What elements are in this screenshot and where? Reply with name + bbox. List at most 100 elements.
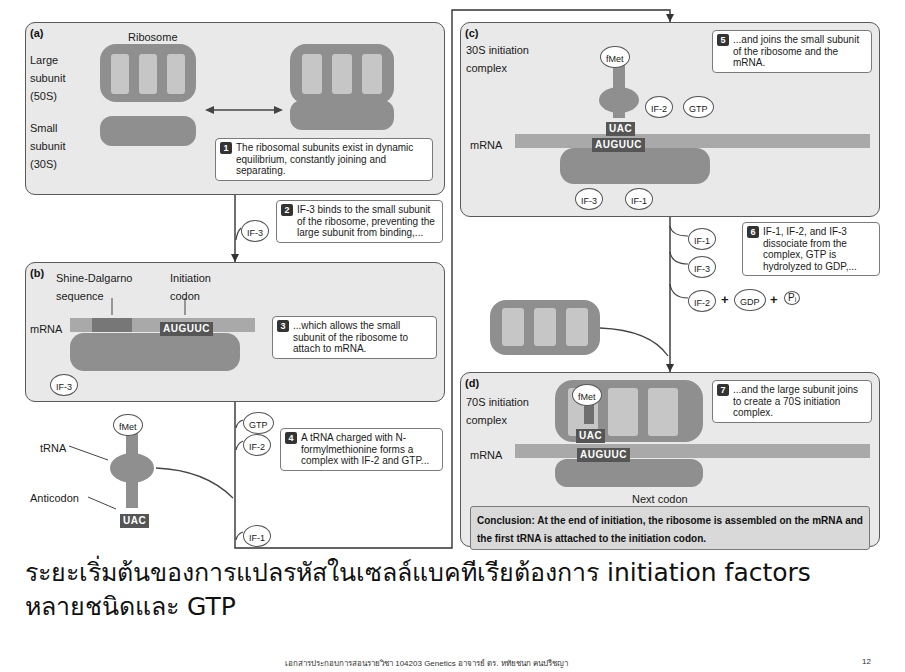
part-label: Ribosome xyxy=(128,31,178,43)
label-holder: Large subunit (50S) xyxy=(30,50,94,104)
label-holder: 70S initiation complex xyxy=(466,392,550,428)
label-holder: UAC xyxy=(120,510,149,528)
label-holder: 30S initiation complex xyxy=(466,40,550,76)
callout-text: ...and joins the small subunit of the ri… xyxy=(733,34,867,69)
part-label: tRNA xyxy=(40,442,66,454)
trna-body xyxy=(599,87,639,113)
factor-oval: IF-1 xyxy=(625,188,653,210)
leader-line xyxy=(69,446,108,460)
part-label: Initiation codon xyxy=(170,272,211,302)
factor-name: fMet xyxy=(119,422,137,432)
panel-letter: (d) xyxy=(465,377,479,390)
factor-name: IF-2 xyxy=(694,298,710,308)
panel-fill xyxy=(460,22,880,217)
caption-text: ระยะเริ่มต้นของการแปลรหัสในเซลล์แบคทีเรี… xyxy=(25,558,811,621)
join-line xyxy=(236,532,243,540)
shine-dalgarno-segment xyxy=(92,318,132,332)
callout-text: IF-3 binds to the small subunit of the r… xyxy=(297,204,438,239)
callout-text: ...which allows the small subunit of the… xyxy=(293,320,432,355)
join-line xyxy=(236,441,243,450)
factor-name: fMet xyxy=(606,54,624,64)
small-subunit xyxy=(560,148,710,184)
label-holder: + xyxy=(770,290,778,308)
label-holder: Pᵢ xyxy=(784,287,800,305)
callout-text: A tRNA charged with N-formylmethionine f… xyxy=(301,432,438,467)
part-label: Small subunit (30S) xyxy=(30,122,65,170)
conclusion-text: Conclusion: At the end of initiation, th… xyxy=(477,515,863,544)
factor-name: IF-3 xyxy=(56,382,72,392)
callout-number: 2 xyxy=(281,204,293,216)
factor-oval: GTP xyxy=(243,412,274,434)
panel-fill xyxy=(460,372,880,547)
factor-name: IF-3 xyxy=(581,196,597,206)
leader-line xyxy=(88,497,116,509)
callout-number: 3 xyxy=(277,320,289,332)
trna-body xyxy=(110,453,154,483)
factor-name: GTP xyxy=(249,420,268,430)
factor-name: IF-1 xyxy=(249,533,265,543)
join-line xyxy=(236,420,243,428)
subunit-slot xyxy=(139,54,157,94)
factor-oval: IF-2 xyxy=(645,96,673,118)
small-subunit xyxy=(555,459,703,487)
factor-name: GTP xyxy=(689,104,708,114)
callout-box: 4A tRNA charged with N-formylmethionine … xyxy=(280,428,443,471)
large-subunit xyxy=(290,44,394,104)
factor-oval: IF-2 xyxy=(243,434,271,456)
large-subunit xyxy=(555,380,703,442)
codon-sequence: AUGUUC xyxy=(160,322,213,336)
factor-oval: GTP xyxy=(683,96,714,118)
callout-text: ...and the large subunit joins to create… xyxy=(733,384,867,419)
part-label: mRNA xyxy=(30,323,62,335)
callout-number: 5 xyxy=(717,34,729,46)
release-line xyxy=(670,226,688,236)
factor-oval: IF-1 xyxy=(688,228,716,250)
panel-letter: (a) xyxy=(30,27,43,40)
small-subunit xyxy=(290,100,394,130)
callout-box: 3 ...which allows the small subunit of th… xyxy=(272,316,437,359)
subunit-slot xyxy=(302,54,322,94)
part-label: mRNA xyxy=(470,449,502,461)
release-line xyxy=(670,284,688,298)
join-line xyxy=(600,328,668,356)
factor-name: GDP xyxy=(740,297,760,307)
part-label: Large subunit (50S) xyxy=(30,54,65,102)
panel-fill xyxy=(25,22,445,195)
small-subunit xyxy=(70,333,240,371)
factor-name: IF-3 xyxy=(247,228,263,238)
codon-sequence: AUGUUC xyxy=(592,138,645,152)
page-number: 12 xyxy=(862,657,871,666)
part-label: 70S initiation complex xyxy=(466,396,529,426)
callout-text: The ribosomal subunits exist in dynamic … xyxy=(236,142,428,177)
codon-sequence: UAC xyxy=(606,122,635,136)
subunit-slot xyxy=(167,54,185,94)
label-holder: Ribosome xyxy=(128,27,178,45)
callout-number: 1 xyxy=(220,142,232,154)
subunit-slot xyxy=(534,308,556,346)
flow-arrow xyxy=(234,195,235,262)
flow-arrow xyxy=(235,10,670,548)
footer-text: เอกสารประกอบการสอนรายวิชา 104203 Genetic… xyxy=(285,659,568,668)
factor-oval: IF-1 xyxy=(243,525,271,547)
label-holder: Initiation codon xyxy=(170,268,234,304)
label-holder: AUGUUC xyxy=(160,318,213,336)
label-holder: AUGUUC xyxy=(592,134,645,152)
mrna-strand xyxy=(515,134,870,148)
label-holder: เอกสารประกอบการสอนรายวิชา 104203 Genetic… xyxy=(285,652,568,670)
factor-oval: GDP xyxy=(734,289,766,311)
label-holder: Shine-Dalgarno sequence xyxy=(56,268,156,304)
label-holder: mRNA xyxy=(470,445,502,463)
plus-sign: + xyxy=(721,292,729,307)
callout-box: 5 ...and joins the small subunit of the r… xyxy=(712,30,872,73)
label-holder: mRNA xyxy=(470,135,502,153)
subunit-slot xyxy=(111,54,129,94)
factor-oval: fMet xyxy=(600,46,630,68)
phosphate-symbol: Pᵢ xyxy=(784,291,800,305)
release-line xyxy=(670,252,688,264)
callout-box: 2 IF-3 binds to the small subunit of the … xyxy=(276,200,443,243)
callout-text: IF-1, IF-2, and IF-3 dissociate from the… xyxy=(763,226,875,272)
flow-arrow xyxy=(669,217,670,372)
label-holder: 12 xyxy=(862,650,871,668)
factor-oval: fMet xyxy=(113,414,143,436)
trna-anticodon-stem xyxy=(613,112,625,118)
